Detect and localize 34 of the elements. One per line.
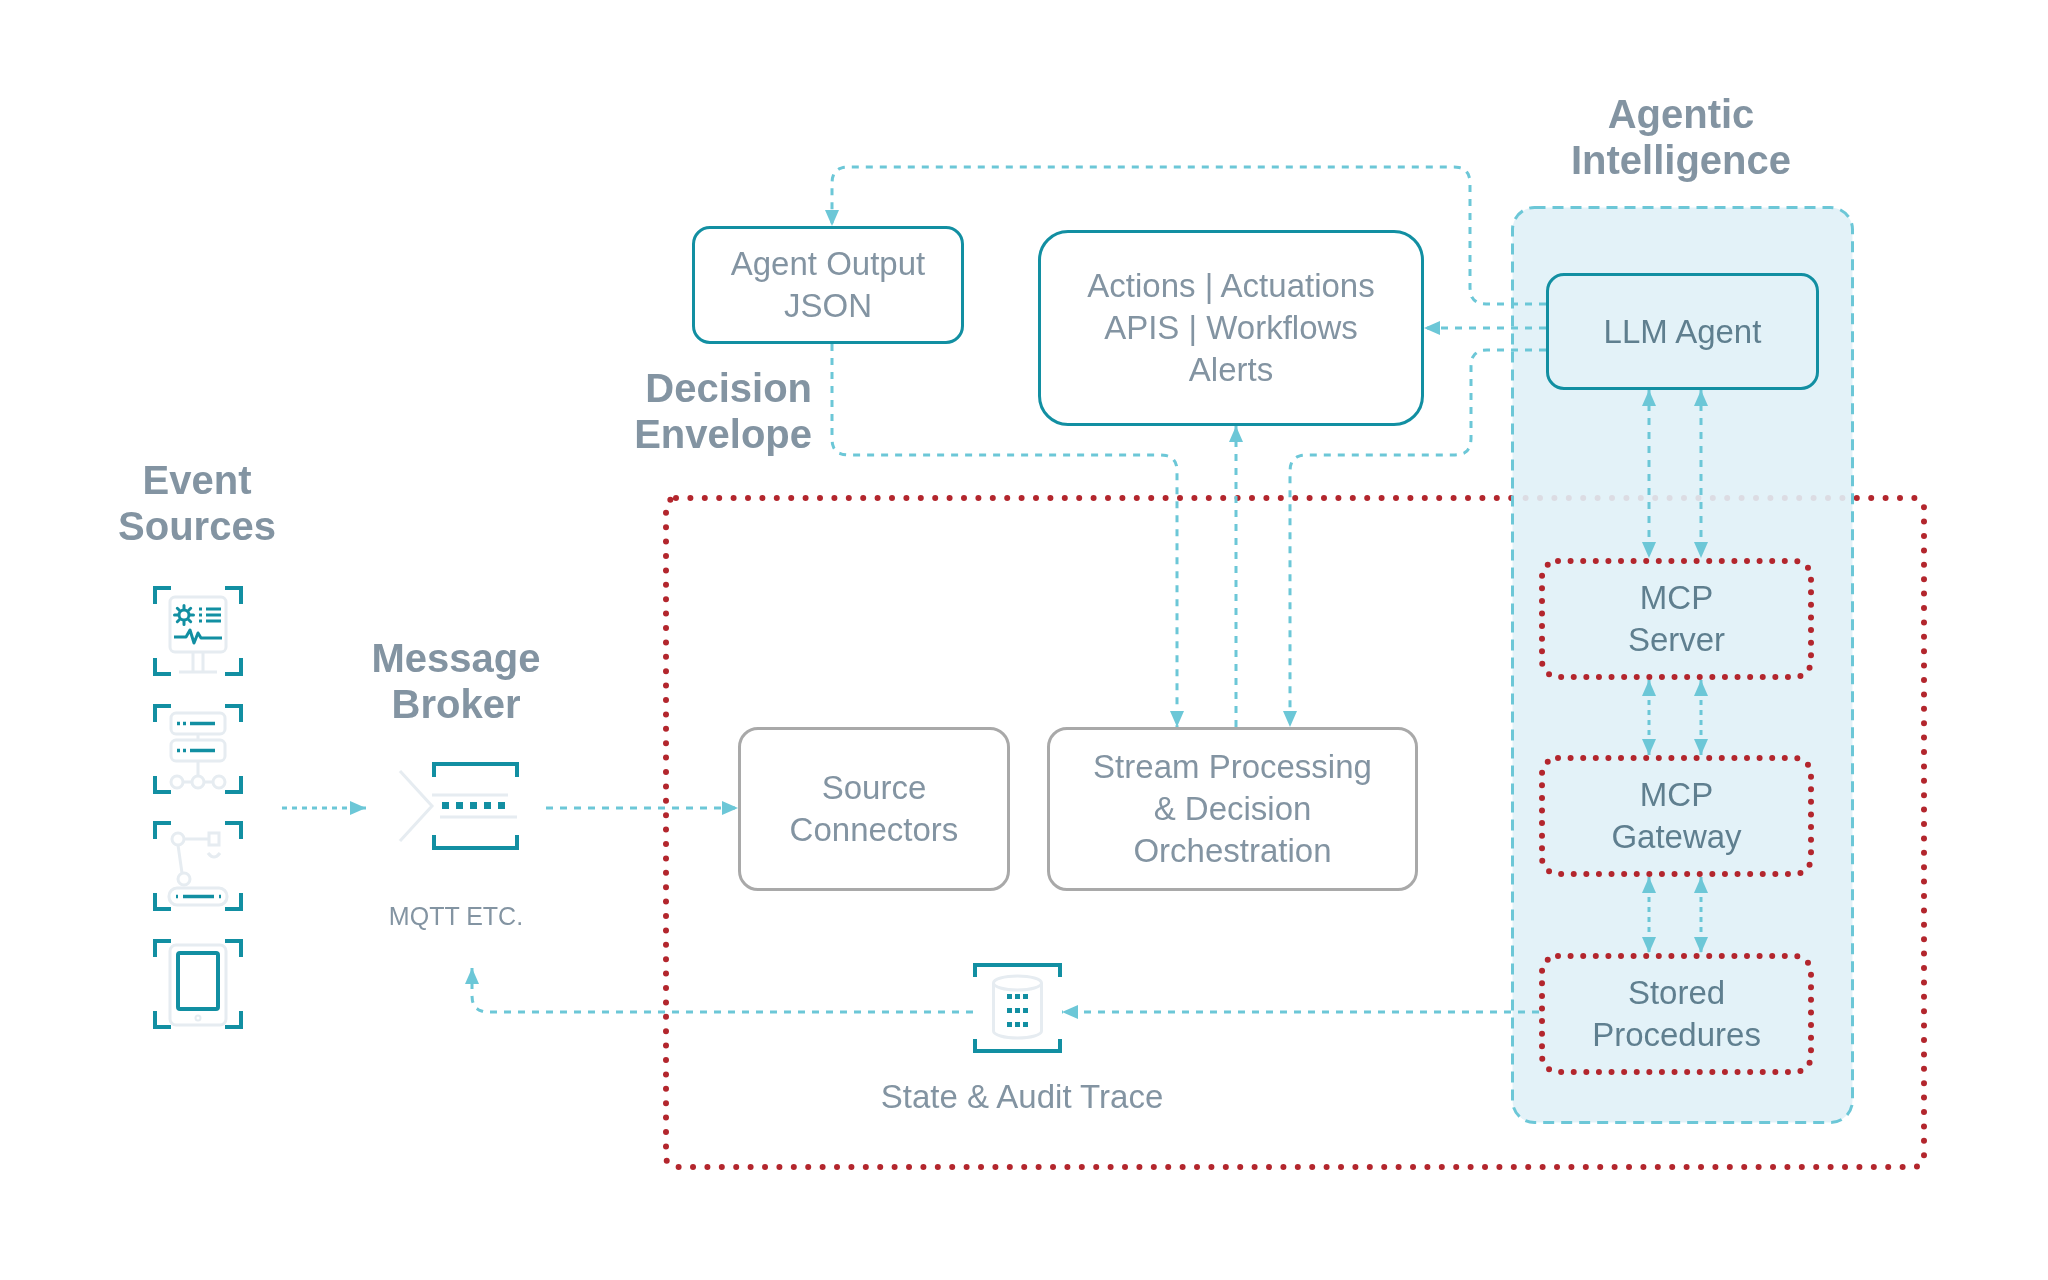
node-label: Agent Output JSON	[729, 244, 927, 326]
node-label: Source Connectors	[788, 768, 960, 850]
rounded-box	[1047, 727, 1418, 891]
rounded-box	[692, 226, 964, 344]
node-label: MCP Gateway	[1611, 775, 1742, 857]
group-heading: Message Broker	[370, 635, 542, 727]
node-label: Stored Procedures	[1592, 973, 1761, 1055]
connector-arrow	[1642, 390, 1656, 558]
connector-arrow	[1642, 680, 1656, 755]
connector-arrow	[1694, 877, 1708, 953]
rounded-box	[1546, 273, 1819, 390]
group-heading: Event Sources	[117, 457, 277, 549]
connector-arrow	[1642, 877, 1656, 953]
rounded-box	[738, 727, 1010, 891]
connector-arrow	[830, 344, 1184, 727]
connector-arrow	[1062, 1005, 1539, 1019]
node-label: MQTT ETC.	[387, 901, 525, 932]
connector-arrow	[465, 968, 973, 1014]
connector-arrow	[546, 801, 738, 815]
node-label: MCP Server	[1627, 578, 1726, 660]
node-label: State & Audit Trace	[879, 1077, 1165, 1117]
connector-arrow	[1694, 390, 1708, 558]
connector-arrow	[825, 165, 1546, 306]
node-label: Actions | Actuations APIS | Workflows Alerts	[1086, 266, 1376, 390]
node-label: Stream Processing & Decision Orchestration	[1092, 747, 1373, 871]
connector-arrow	[1229, 426, 1243, 727]
connector-arrow	[1283, 348, 1546, 727]
rounded-box	[1038, 230, 1424, 426]
connector-arrow	[282, 801, 366, 815]
node-label: LLM Agent	[1603, 311, 1762, 352]
connector-arrow	[1694, 680, 1708, 755]
group-heading: Decision Envelope	[633, 365, 812, 457]
group-heading: Agentic Intelligence	[1569, 91, 1793, 183]
connector-arrow	[1424, 321, 1546, 335]
